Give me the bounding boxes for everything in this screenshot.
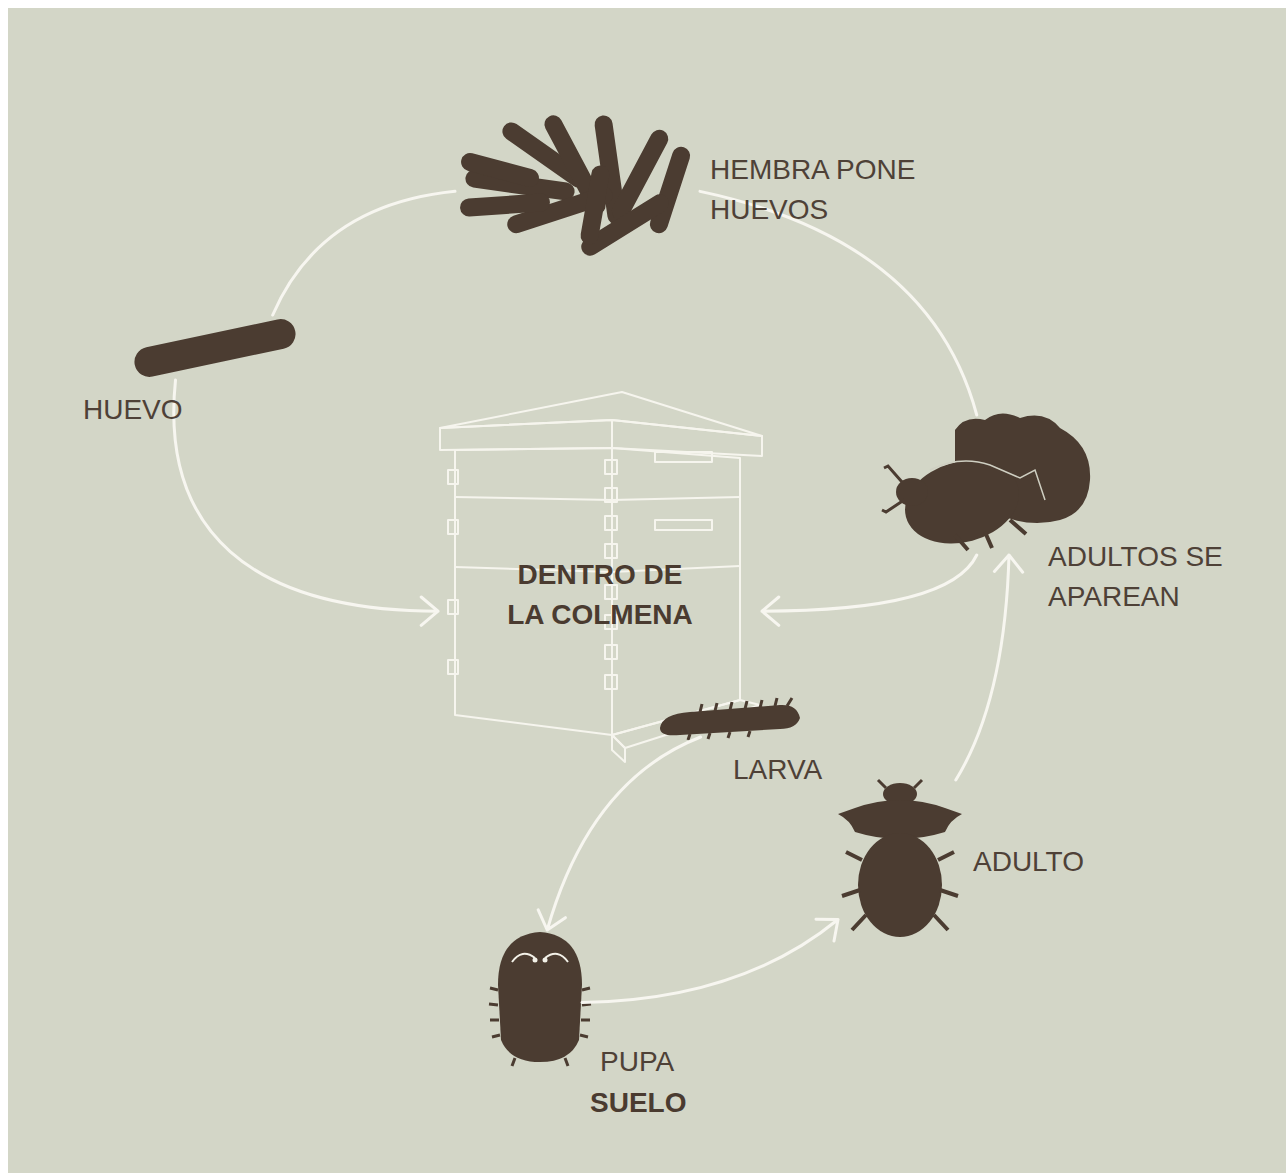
hive-outline-part [455, 448, 612, 735]
mating-beetles-part [882, 466, 904, 512]
hive-outline-part [612, 497, 740, 500]
hive-outline-part [605, 488, 617, 502]
egg-cluster-part [579, 164, 611, 246]
cycle-arrow [582, 919, 838, 1002]
egg-part [132, 316, 299, 379]
pupa-figure-part [533, 958, 538, 963]
egg-cluster [459, 112, 692, 259]
stage-label: ADULTO [973, 842, 1143, 882]
hive-outline-part [605, 544, 617, 558]
adult-stage: ADULTO [838, 780, 962, 935]
hive-outline-part [605, 675, 617, 689]
stage-label: DENTRO DE LA COLMENA [500, 555, 700, 635]
cycle-arrow [956, 555, 1023, 780]
stage-label: ADULTOS SE APAREAN [1048, 537, 1268, 617]
larva-figure [660, 698, 800, 740]
hive-outline-part [448, 470, 458, 484]
mating-beetles-part [930, 461, 1045, 500]
mating-stage: ADULTOS SE APAREAN [880, 415, 1095, 555]
pupa-figure-part [512, 954, 568, 962]
hive-outline-part [448, 600, 458, 614]
hive-outline-part [605, 516, 617, 530]
pupa-stage: PUPASUELO [495, 930, 582, 1062]
egg-cluster-part [459, 151, 541, 189]
hive-outline-part [440, 392, 762, 436]
mating-beetles-part [955, 520, 1026, 550]
hive-outline-part [605, 460, 617, 474]
hive-outline-part [455, 497, 612, 500]
cycle-arrow [700, 191, 977, 415]
hive-box: DENTRO DE LA COLMENA [438, 388, 762, 760]
cycle-arrow [538, 737, 700, 930]
mating-beetles [882, 413, 1090, 555]
cycle-arrow [174, 380, 438, 625]
mating-beetles-part [896, 448, 1029, 555]
stage-label: PUPA [600, 1042, 730, 1082]
hive-outline-part [448, 520, 458, 534]
hive-outline [440, 392, 762, 762]
pupa-figure-part [489, 988, 591, 1066]
hive-outline-part [448, 660, 458, 674]
pupa-figure [489, 932, 591, 1066]
hive-outline-part [655, 520, 712, 530]
cycle-arrow [273, 191, 455, 315]
hive-outline-part [612, 735, 625, 762]
stage-label: LARVA [733, 750, 863, 790]
larva-figure-part [700, 698, 792, 712]
adult-beetle-part [878, 780, 922, 788]
hive-outline-part [605, 645, 617, 659]
location-label: SUELO [590, 1083, 720, 1123]
adult-beetle [838, 780, 962, 937]
egg-laying-stage: HEMBRA PONE HUEVOS [455, 105, 700, 262]
cycle-arrow [762, 555, 977, 625]
stage-label: HUEVO [83, 390, 233, 430]
egg-stage: HUEVO [135, 315, 297, 380]
adult-beetle-part [842, 852, 958, 930]
hive-outline-part [612, 448, 740, 735]
hive-outline-part [655, 452, 712, 462]
larva-stage: LARVA [658, 700, 800, 737]
egg-cluster-part [648, 144, 693, 235]
pupa-figure-part [498, 932, 582, 1062]
adult-beetle-part [858, 833, 942, 937]
egg [132, 316, 299, 379]
stage-label: HEMBRA PONE HUEVOS [710, 150, 940, 230]
pupa-figure-part [543, 958, 548, 963]
egg-cluster-part [459, 193, 550, 217]
